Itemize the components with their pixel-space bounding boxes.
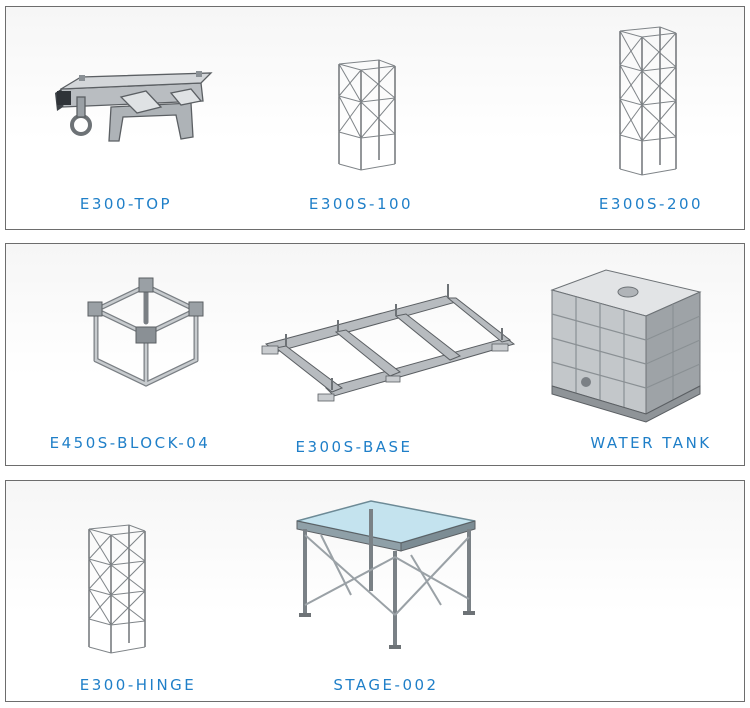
product-card-stage-002[interactable] bbox=[291, 495, 481, 655]
product-label[interactable]: E300S-200 bbox=[598, 195, 704, 213]
product-label[interactable]: E300-HINGE bbox=[79, 676, 197, 694]
truss-hinge-icon bbox=[88, 524, 146, 654]
truss-base-icon bbox=[261, 284, 516, 402]
product-label[interactable]: WATER TANK bbox=[590, 434, 712, 452]
product-card-e450s-block-04[interactable] bbox=[86, 272, 206, 392]
water-tank-icon bbox=[550, 269, 702, 423]
product-card-e300s-200[interactable] bbox=[612, 19, 682, 179]
product-row-3: E300-HINGE STAGE-002 bbox=[5, 480, 745, 702]
truss-block-icon bbox=[87, 277, 204, 387]
product-label[interactable]: E300S-BASE bbox=[295, 438, 413, 456]
product-row-1: E300-TOP E300S-100 bbox=[5, 6, 745, 230]
product-card-e300s-100[interactable] bbox=[331, 52, 401, 172]
truss-section-200-icon bbox=[619, 26, 677, 176]
product-label[interactable]: E300-TOP bbox=[79, 195, 173, 213]
product-card-e300-top[interactable] bbox=[51, 67, 213, 157]
truss-section-100-icon bbox=[338, 59, 396, 171]
product-label[interactable]: STAGE-002 bbox=[333, 676, 439, 694]
product-card-e300s-base[interactable] bbox=[256, 276, 516, 406]
product-label[interactable]: E300S-100 bbox=[308, 195, 414, 213]
stage-platform-icon bbox=[296, 500, 476, 649]
product-card-water-tank[interactable] bbox=[546, 262, 706, 423]
product-row-2: E450S-BLOCK-04 E300S-BASE bbox=[5, 243, 745, 466]
truss-top-icon bbox=[55, 71, 213, 142]
product-label[interactable]: E450S-BLOCK-04 bbox=[49, 434, 211, 452]
product-card-e300-hinge[interactable] bbox=[81, 517, 151, 657]
